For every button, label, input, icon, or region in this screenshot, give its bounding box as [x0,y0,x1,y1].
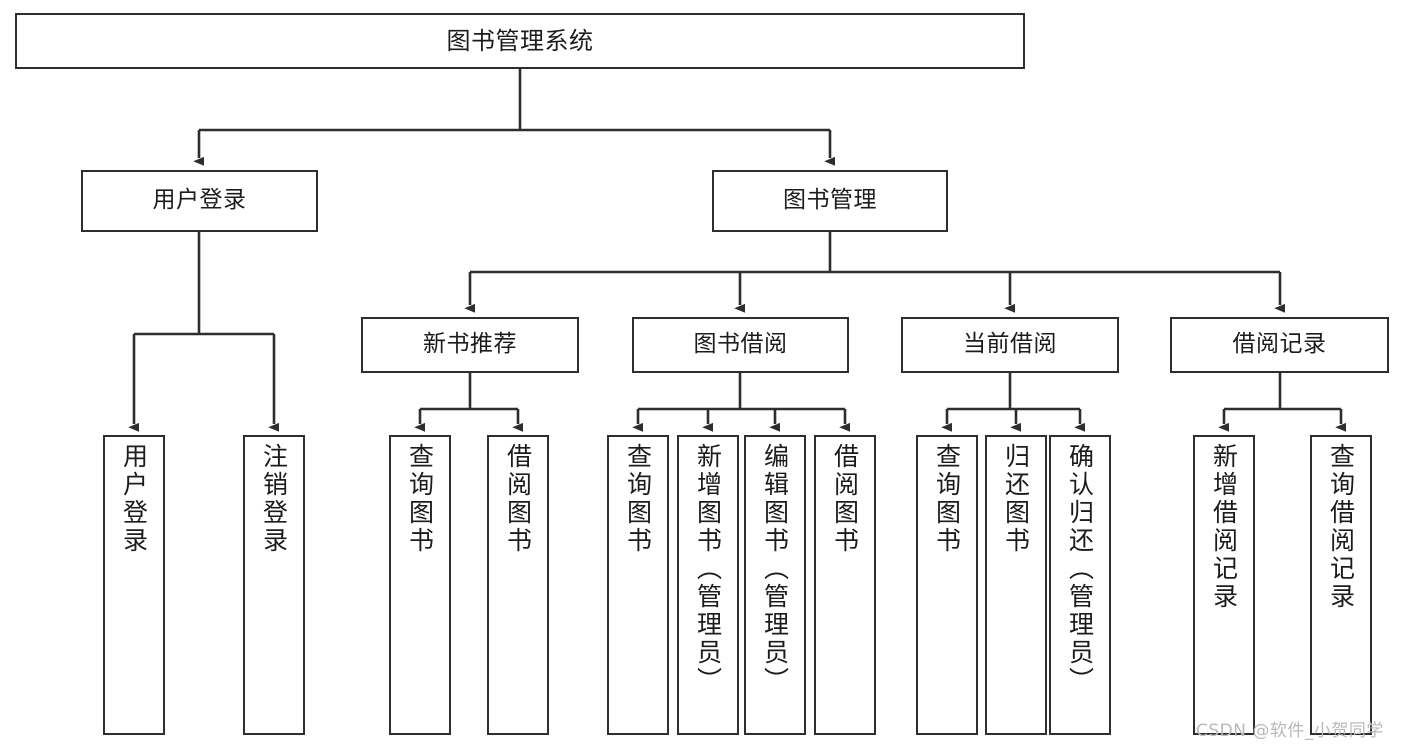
node-root[interactable]: 图书管理系统 [15,13,1025,69]
leaf-query-book-current[interactable]: 查询图书 [916,435,978,735]
leaf-add-borrow-record[interactable]: 新增借阅记录 [1193,435,1255,735]
leaf-query-book-borrow-label: 查询图书 [623,443,653,555]
node-new-book-recommendation-label: 新书推荐 [423,331,517,358]
leaf-confirm-return-admin-label: 确认归还（管理员） [1065,443,1095,695]
node-borrow-records-label: 借阅记录 [1232,331,1327,358]
leaf-user-login[interactable]: 用户登录 [103,435,165,735]
leaf-edit-book-admin[interactable]: 编辑图书（管理员） [744,435,806,735]
leaf-borrow-book-rec[interactable]: 借阅图书 [487,435,549,735]
csdn-watermark: CSDN @软件_小贺同学 [1196,721,1384,741]
node-book-borrow-label: 图书借阅 [693,331,788,358]
node-current-borrow[interactable]: 当前借阅 [901,317,1119,373]
node-book-borrow[interactable]: 图书借阅 [632,317,849,373]
leaf-confirm-return-admin[interactable]: 确认归还（管理员） [1049,435,1111,735]
leaf-add-book-admin-label: 新增图书（管理员） [693,443,723,695]
leaf-query-book-rec-label: 查询图书 [405,443,435,555]
leaf-query-book-borrow[interactable]: 查询图书 [607,435,669,735]
leaf-user-login-label: 用户登录 [119,443,149,555]
node-borrow-records[interactable]: 借阅记录 [1170,317,1389,373]
leaf-add-book-admin[interactable]: 新增图书（管理员） [677,435,739,735]
node-root-label: 图书管理系统 [446,26,594,55]
leaf-query-borrow-record[interactable]: 查询借阅记录 [1310,435,1372,735]
leaf-query-book-current-label: 查询图书 [932,443,962,555]
leaf-query-book-rec[interactable]: 查询图书 [389,435,451,735]
leaf-add-borrow-record-label: 新增借阅记录 [1209,443,1239,611]
leaf-logout-label: 注销登录 [259,443,289,555]
node-book-management[interactable]: 图书管理 [712,170,948,232]
node-book-management-label: 图书管理 [783,187,877,214]
node-user-login-label: 用户登录 [152,187,247,214]
leaf-edit-book-admin-label: 编辑图书（管理员） [760,443,790,695]
leaf-return-book[interactable]: 归还图书 [985,435,1047,735]
leaf-query-borrow-record-label: 查询借阅记录 [1326,443,1356,611]
leaf-logout[interactable]: 注销登录 [243,435,305,735]
node-user-login[interactable]: 用户登录 [81,170,318,232]
node-new-book-recommendation[interactable]: 新书推荐 [361,317,579,373]
node-current-borrow-label: 当前借阅 [963,331,1057,358]
leaf-borrow-book-label: 借阅图书 [830,443,860,555]
leaf-borrow-book-rec-label: 借阅图书 [503,443,533,555]
leaf-borrow-book[interactable]: 借阅图书 [814,435,876,735]
leaf-return-book-label: 归还图书 [1001,443,1031,555]
